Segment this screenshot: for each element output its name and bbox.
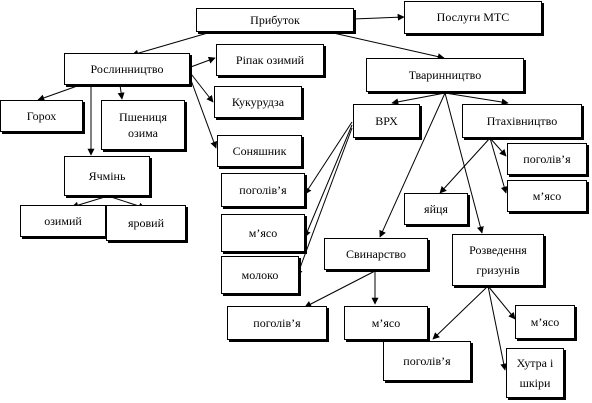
arrow-crop-to-sunflower — [187, 71, 218, 149]
arrow-cattle-to-meat — [304, 124, 353, 238]
node-cattle-livestock: поголів’я — [221, 173, 305, 207]
node-rodent-breeding: Розведення гризунів — [452, 234, 544, 286]
node-profit: Прибуток — [196, 8, 354, 32]
node-poultry: Птахівництво — [462, 104, 582, 138]
arrow-animal-to-pig — [379, 92, 446, 238]
arrow-animal-to-rodent — [444, 92, 484, 234]
node-cattle: ВРХ — [353, 104, 420, 138]
arrow-poultry-to-livestock — [489, 137, 507, 157]
node-fur-and-skins: Хутра і шкіри — [506, 348, 564, 398]
arrow-cattle-to-livestock — [304, 121, 353, 195]
node-pig-meat: м’ясо — [344, 306, 428, 340]
arrow-profit-to-mts — [352, 13, 405, 21]
arrow-profit-to-animal — [319, 29, 445, 61]
node-rodent-meat: м’ясо — [515, 305, 575, 339]
node-winter-rapeseed: Ріпак озимий — [216, 44, 324, 76]
arrow-rodent-to-meat — [487, 285, 516, 320]
arrow-poultry-to-meat — [489, 137, 508, 194]
arrow-crop-to-pea — [37, 84, 81, 102]
node-pig-livestock: поголів’я — [227, 306, 327, 340]
arrow-pig-to-livestock — [304, 270, 376, 308]
node-poultry-livestock: поголів’я — [507, 143, 587, 175]
node-barley-winter: озимий — [20, 205, 106, 237]
node-sunflower: Соняшник — [217, 135, 302, 167]
node-crop-production: Рослинництво — [64, 53, 190, 85]
node-pig-farming: Свинарство — [324, 238, 428, 270]
node-cattle-meat: м’ясо — [221, 214, 305, 252]
node-poultry-eggs: яйця — [404, 193, 468, 225]
arrow-rodent-to-fur — [487, 285, 508, 371]
node-poultry-meat: м’ясо — [507, 180, 587, 212]
arrow-cattle-to-milk — [295, 127, 353, 277]
node-animal-husbandry: Тваринництво — [366, 58, 524, 92]
arrow-rodent-to-livestock — [432, 285, 489, 340]
node-cattle-milk: молоко — [221, 256, 299, 294]
arrow-poultry-to-eggs — [439, 137, 491, 194]
node-barley: Ячмінь — [64, 156, 150, 196]
node-mts-services: Послуги МТС — [404, 1, 542, 34]
arrow-animal-to-poultry — [444, 92, 509, 106]
node-winter-wheat: Пшениця озима — [101, 100, 185, 150]
node-pea: Горох — [0, 100, 83, 132]
node-barley-spring: яровий — [106, 205, 186, 241]
arrow-animal-to-cattle — [391, 92, 446, 106]
arrow-crop-to-wheat — [117, 84, 125, 100]
arrow-profit-to-crop — [131, 29, 219, 57]
node-rodent-livestock: поголів’я — [383, 341, 471, 381]
arrow-crop-to-rapeseed — [187, 56, 216, 69]
arrow-crop-to-corn — [187, 69, 214, 103]
node-corn: Кукурудза — [214, 86, 302, 118]
